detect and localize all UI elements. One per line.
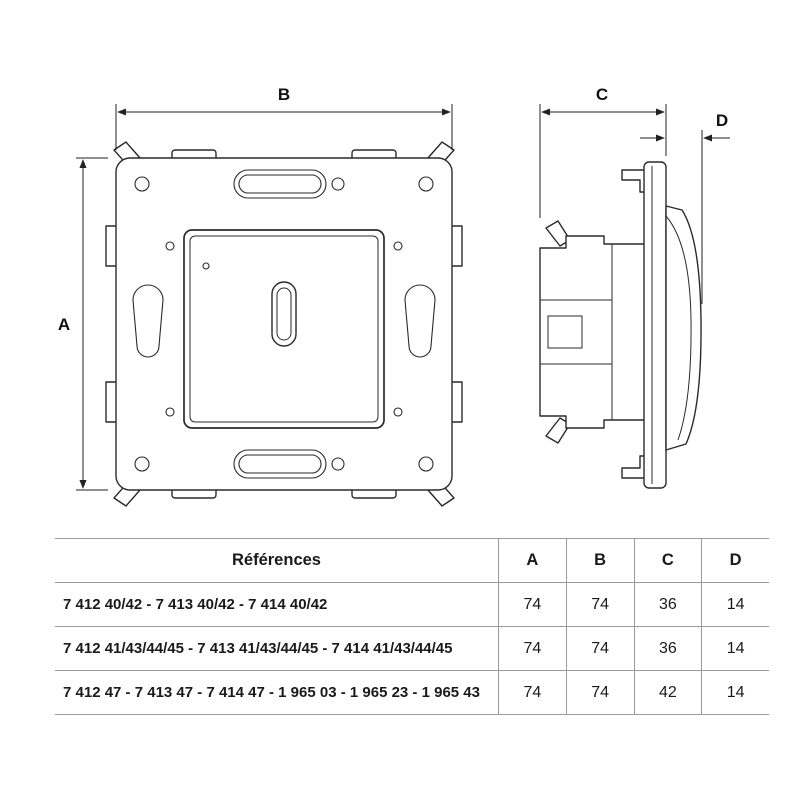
indicator-slot-inner	[276, 287, 292, 341]
keyhole-slot	[404, 284, 436, 358]
keyhole-slot	[132, 284, 164, 358]
screw-hole	[418, 176, 434, 192]
cell-dim-b: 74	[565, 583, 634, 626]
cell-dim-c: 36	[633, 583, 702, 626]
dim-label-D: D	[716, 111, 728, 130]
side-view-details	[540, 166, 692, 484]
bottom-slot-inner	[238, 454, 322, 474]
table-header-row: Références A B C D	[55, 539, 769, 583]
screw	[165, 407, 175, 417]
header-dim-d: D	[701, 539, 769, 582]
cell-dim-d: 14	[701, 583, 769, 626]
cell-dim-a: 74	[498, 627, 566, 670]
dim-label-A: A	[58, 315, 70, 334]
cell-dim-a: 74	[498, 671, 566, 714]
table-row: 7 412 41/43/44/45 - 7 413 41/43/44/45 - …	[55, 627, 769, 671]
cell-dim-d: 14	[701, 671, 769, 714]
switch-module-inner	[189, 235, 379, 423]
screw	[165, 241, 175, 251]
dimension-D	[640, 130, 730, 304]
header-dim-a: A	[498, 539, 566, 582]
screw-hole	[134, 456, 150, 472]
cell-dim-c: 42	[633, 671, 702, 714]
header-dim-c: C	[633, 539, 702, 582]
top-slot	[233, 169, 327, 199]
cell-dim-a: 74	[498, 583, 566, 626]
cell-dim-c: 36	[633, 627, 702, 670]
indicator-slot	[271, 281, 297, 347]
dim-label-B: B	[278, 85, 290, 104]
table-row: 7 412 47 - 7 413 47 - 7 414 47 - 1 965 0…	[55, 671, 769, 715]
front-view-details	[132, 169, 436, 479]
screw	[202, 262, 210, 270]
bottom-slot	[233, 449, 327, 479]
dim-label-C: C	[596, 85, 608, 104]
dimension-B	[115, 104, 453, 150]
mechanism-body	[539, 235, 647, 429]
dimension-A	[76, 157, 108, 491]
small-hole	[331, 177, 345, 191]
screw	[393, 407, 403, 417]
top-slot-inner	[238, 174, 322, 194]
switch-module	[183, 229, 385, 429]
cell-references: 7 412 47 - 7 413 47 - 7 414 47 - 1 965 0…	[63, 684, 480, 701]
front-view	[105, 141, 463, 507]
screw	[393, 241, 403, 251]
small-hole	[331, 457, 345, 471]
cell-dim-b: 74	[565, 627, 634, 670]
cell-references: 7 412 40/42 - 7 413 40/42 - 7 414 40/42	[63, 596, 328, 613]
screw-hole	[134, 176, 150, 192]
cover-plate	[643, 161, 667, 489]
cell-dim-b: 74	[565, 671, 634, 714]
screw-hole	[418, 456, 434, 472]
reference-table: Références A B C D 7 412 40/42 - 7 413 4…	[55, 538, 769, 715]
rocker	[665, 205, 702, 451]
table-row: 7 412 40/42 - 7 413 40/42 - 7 414 40/42 …	[55, 583, 769, 627]
cell-references: 7 412 41/43/44/45 - 7 413 41/43/44/45 - …	[63, 640, 453, 657]
header-dim-b: B	[565, 539, 634, 582]
dimension-C	[539, 104, 667, 218]
cell-dim-d: 14	[701, 627, 769, 670]
mounting-frame	[115, 157, 453, 491]
terminal-detail	[547, 315, 583, 349]
header-references: Références	[232, 551, 321, 569]
technical-drawing: B A	[58, 85, 730, 507]
side-view	[539, 161, 702, 489]
